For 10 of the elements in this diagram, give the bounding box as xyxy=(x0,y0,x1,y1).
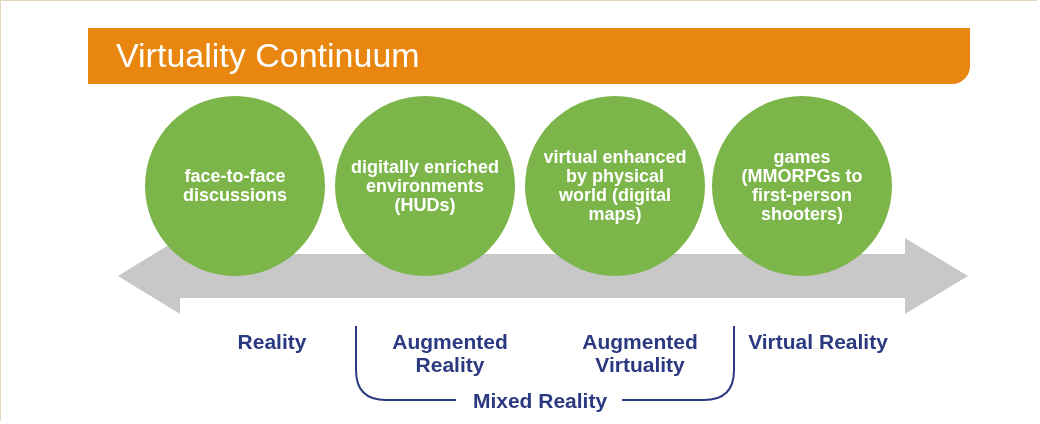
category-label: Reality xyxy=(236,330,308,353)
circle-text: digitally enriched environments (HUDs) xyxy=(350,157,500,215)
title: Virtuality Continuum xyxy=(116,36,420,75)
category-label: Virtual Reality xyxy=(747,330,889,353)
category-label: Augmented Virtuality xyxy=(581,330,699,376)
bracket-label: Mixed Reality xyxy=(472,389,608,412)
circle-text: face-to-face discussions xyxy=(181,167,288,205)
circle-text: virtual enhanced by physical world (digital maps) xyxy=(542,148,688,224)
category-label: Augmented Reality xyxy=(391,330,509,376)
circle-text: games (MMORPGs to first-person shooters) xyxy=(740,148,864,224)
